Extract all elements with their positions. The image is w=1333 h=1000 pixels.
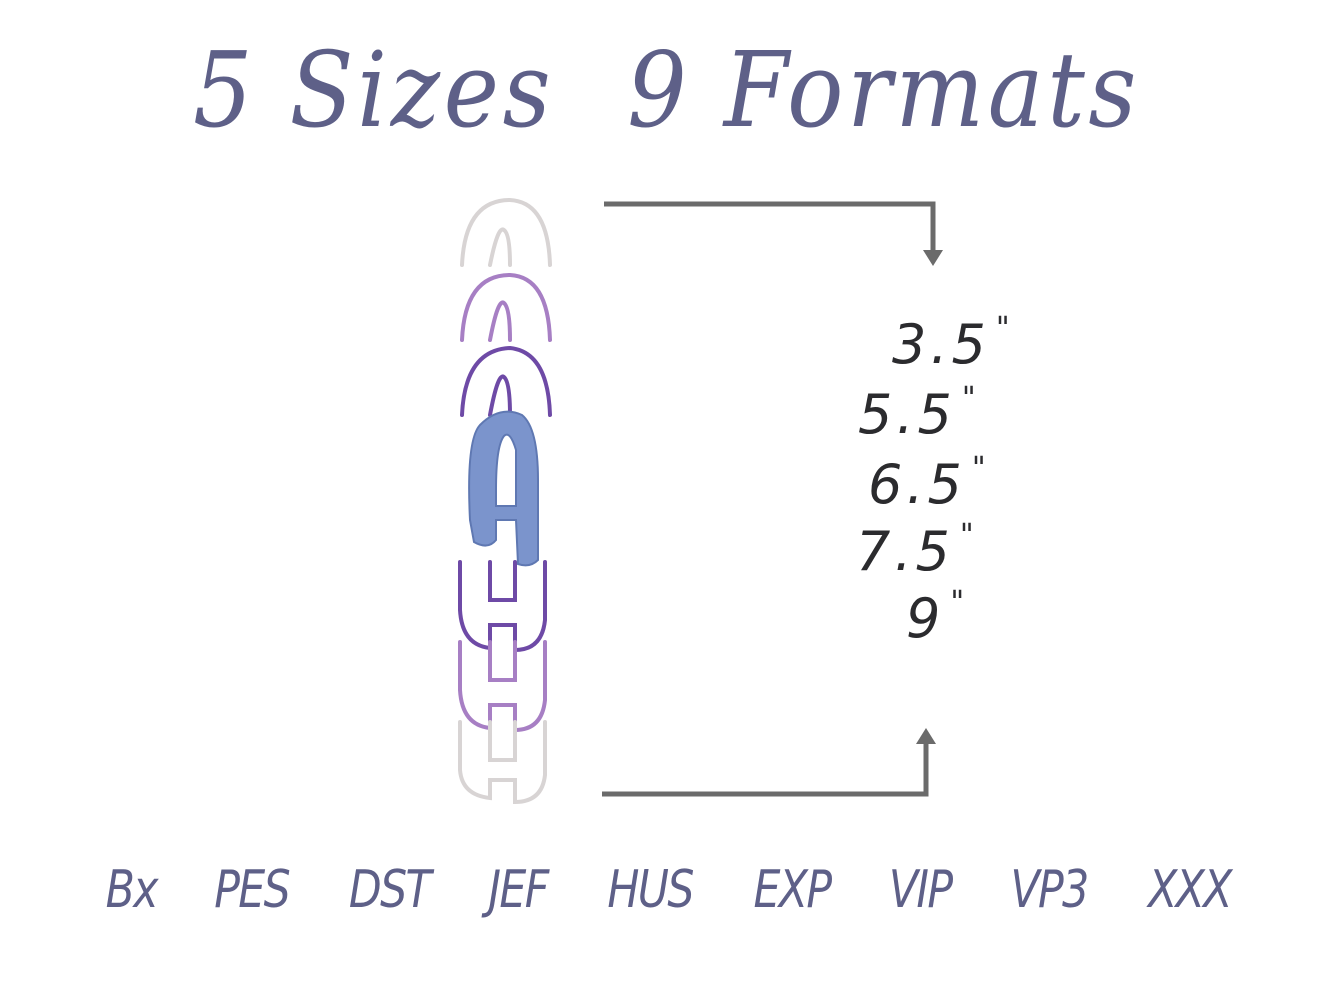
base-white xyxy=(458,720,547,805)
title-sizes: 5 Sizes xyxy=(192,29,555,151)
format-item: PES xyxy=(213,860,290,920)
format-item: HUS xyxy=(607,860,694,920)
embroidery-letter-illustration xyxy=(458,197,552,805)
size-item: 6.5" xyxy=(868,451,990,516)
arch-white-top xyxy=(460,197,552,267)
arch-dark-purple-top xyxy=(460,345,552,417)
page-title: 5 Sizes 9 Formats xyxy=(67,38,1267,142)
format-item: XXX xyxy=(1148,860,1232,920)
format-item: Bx xyxy=(105,860,159,920)
size-item: 9" xyxy=(906,585,969,650)
format-item: JEF xyxy=(488,860,550,920)
format-item: DST xyxy=(349,860,432,920)
size-item: 5.5" xyxy=(858,381,980,446)
arrow-down-connector xyxy=(604,201,943,266)
base-light-purple xyxy=(458,640,547,733)
letter-a-filled xyxy=(468,410,539,567)
arrow-head-up-icon xyxy=(916,728,936,744)
arch-light-purple-top xyxy=(460,272,552,342)
format-item: VIP xyxy=(889,860,953,920)
format-item: VP3 xyxy=(1010,860,1089,920)
arrow-up-connector xyxy=(602,728,936,797)
arrow-head-down-icon xyxy=(923,250,943,266)
formats-list: Bx PES DST JEF HUS EXP VIP VP3 XXX xyxy=(100,855,1240,925)
size-item: 3.5" xyxy=(892,311,1014,376)
format-item: EXP xyxy=(753,860,833,920)
size-item: 7.5" xyxy=(856,518,978,583)
base-dark-purple xyxy=(458,560,547,653)
title-formats: 9 Formats xyxy=(627,29,1141,151)
